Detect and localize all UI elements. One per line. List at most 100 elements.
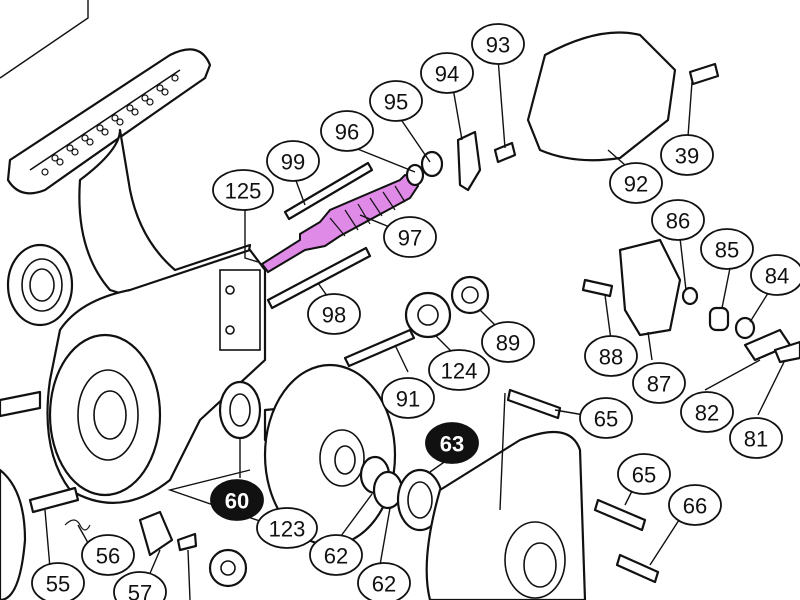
callout-95: 95 (369, 80, 423, 122)
callout-39: 39 (660, 134, 714, 176)
callout-bubble (31, 562, 85, 600)
callout-125: 125 (212, 169, 274, 211)
callout-number: 82 (695, 401, 719, 426)
callout-93: 93 (471, 23, 525, 65)
callout-bubble (651, 199, 705, 241)
callout-number: 91 (396, 387, 420, 412)
callout-bubble (383, 216, 437, 258)
callout-bubble (584, 335, 638, 377)
callout-number: 93 (486, 33, 510, 58)
callout-97: 97 (383, 216, 437, 258)
callout-82: 82 (680, 391, 734, 433)
callout-bubble (210, 479, 264, 521)
callout-bubble (357, 562, 411, 600)
callout-bubble (729, 417, 783, 459)
callout-bubble (266, 140, 320, 182)
screw-57b-icon (176, 532, 198, 552)
callout-91: 91 (381, 377, 435, 419)
screw-66-icon (615, 553, 660, 584)
callout-number: 84 (765, 264, 789, 289)
screw-65-icon (593, 498, 647, 532)
pin-91-icon (343, 328, 416, 368)
callout-number: 98 (322, 303, 346, 328)
callout-bubble (680, 391, 734, 433)
collar-85-icon (708, 306, 730, 332)
spring-56-icon (64, 519, 91, 531)
callout-86: 86 (651, 199, 705, 241)
callout-number: 81 (744, 427, 768, 452)
callout-number: 89 (496, 331, 520, 356)
callout-number: 125 (225, 179, 262, 204)
callout-number: 65 (632, 463, 656, 488)
callout-98: 98 (307, 293, 361, 335)
callout-bubble (307, 293, 361, 335)
callout-number: 62 (324, 544, 348, 569)
callout-57: 57 (113, 571, 167, 600)
callout-89: 89 (481, 321, 535, 363)
callout-81: 81 (729, 417, 783, 459)
washer-84-icon (734, 316, 756, 340)
rod-98-icon (266, 246, 372, 310)
body-guard-icon (526, 31, 677, 162)
rod-99-icon (283, 161, 374, 221)
callout-bubble (632, 362, 686, 404)
callout-87: 87 (632, 362, 686, 404)
callout-bubble (579, 397, 633, 439)
callout-number: 99 (281, 150, 305, 175)
callout-bubble (425, 422, 479, 464)
callout-number: 60 (225, 489, 249, 514)
callout-number: 92 (624, 172, 648, 197)
callout-bubble (617, 453, 671, 495)
callout-number: 55 (46, 572, 70, 597)
callout-55: 55 (31, 562, 85, 600)
callout-bubble (660, 134, 714, 176)
frame-edge (0, 0, 89, 79)
lever-57-icon (138, 510, 174, 557)
callout-number: 57 (128, 581, 152, 600)
callout-number: 85 (715, 238, 739, 263)
reel-body-icon (0, 248, 267, 600)
screw-39-icon (688, 62, 720, 86)
bearing-60-icon (218, 380, 262, 440)
callout-bubble (750, 254, 800, 296)
callout-number: 56 (96, 544, 120, 569)
callout-number: 62 (372, 572, 396, 597)
callout-bubble (609, 162, 663, 204)
callout-number: 123 (269, 517, 306, 542)
screw-93-icon (493, 141, 517, 164)
callout-bubble (381, 377, 435, 419)
callout-bubble (668, 484, 722, 526)
side-cover-icon (425, 388, 587, 600)
callout-number: 63 (440, 432, 464, 457)
callout-bubble (481, 321, 535, 363)
bracket-86-icon (618, 238, 682, 337)
callout-bubble (420, 52, 474, 94)
callout-85: 85 (700, 228, 754, 270)
callout-number: 88 (599, 345, 623, 370)
callout-bubble (81, 534, 135, 576)
washer-96-icon (405, 163, 425, 187)
callout-number: 94 (435, 62, 459, 87)
callout-94: 94 (420, 52, 474, 94)
callout-bubble (700, 228, 754, 270)
callout-56: 56 (81, 534, 135, 576)
screw-88-icon (581, 278, 614, 298)
knurled-knob-icon (6, 243, 74, 327)
callout-number: 97 (398, 226, 422, 251)
callout-62b: 62 (357, 562, 411, 600)
callout-number: 65 (594, 407, 618, 432)
pin-85-icon (681, 286, 699, 306)
callout-84: 84 (750, 254, 800, 296)
bracket-94-icon (456, 130, 482, 192)
bearing-63-icon (396, 468, 444, 532)
callout-bubble (471, 23, 525, 65)
callout-number: 96 (335, 120, 359, 145)
callout-number: 87 (647, 372, 671, 397)
callout-number: 95 (384, 90, 408, 115)
callout-63: 63 (425, 422, 479, 464)
callout-number: 124 (441, 359, 478, 384)
callout-96: 96 (320, 110, 374, 152)
pinion-89-icon (450, 275, 490, 315)
